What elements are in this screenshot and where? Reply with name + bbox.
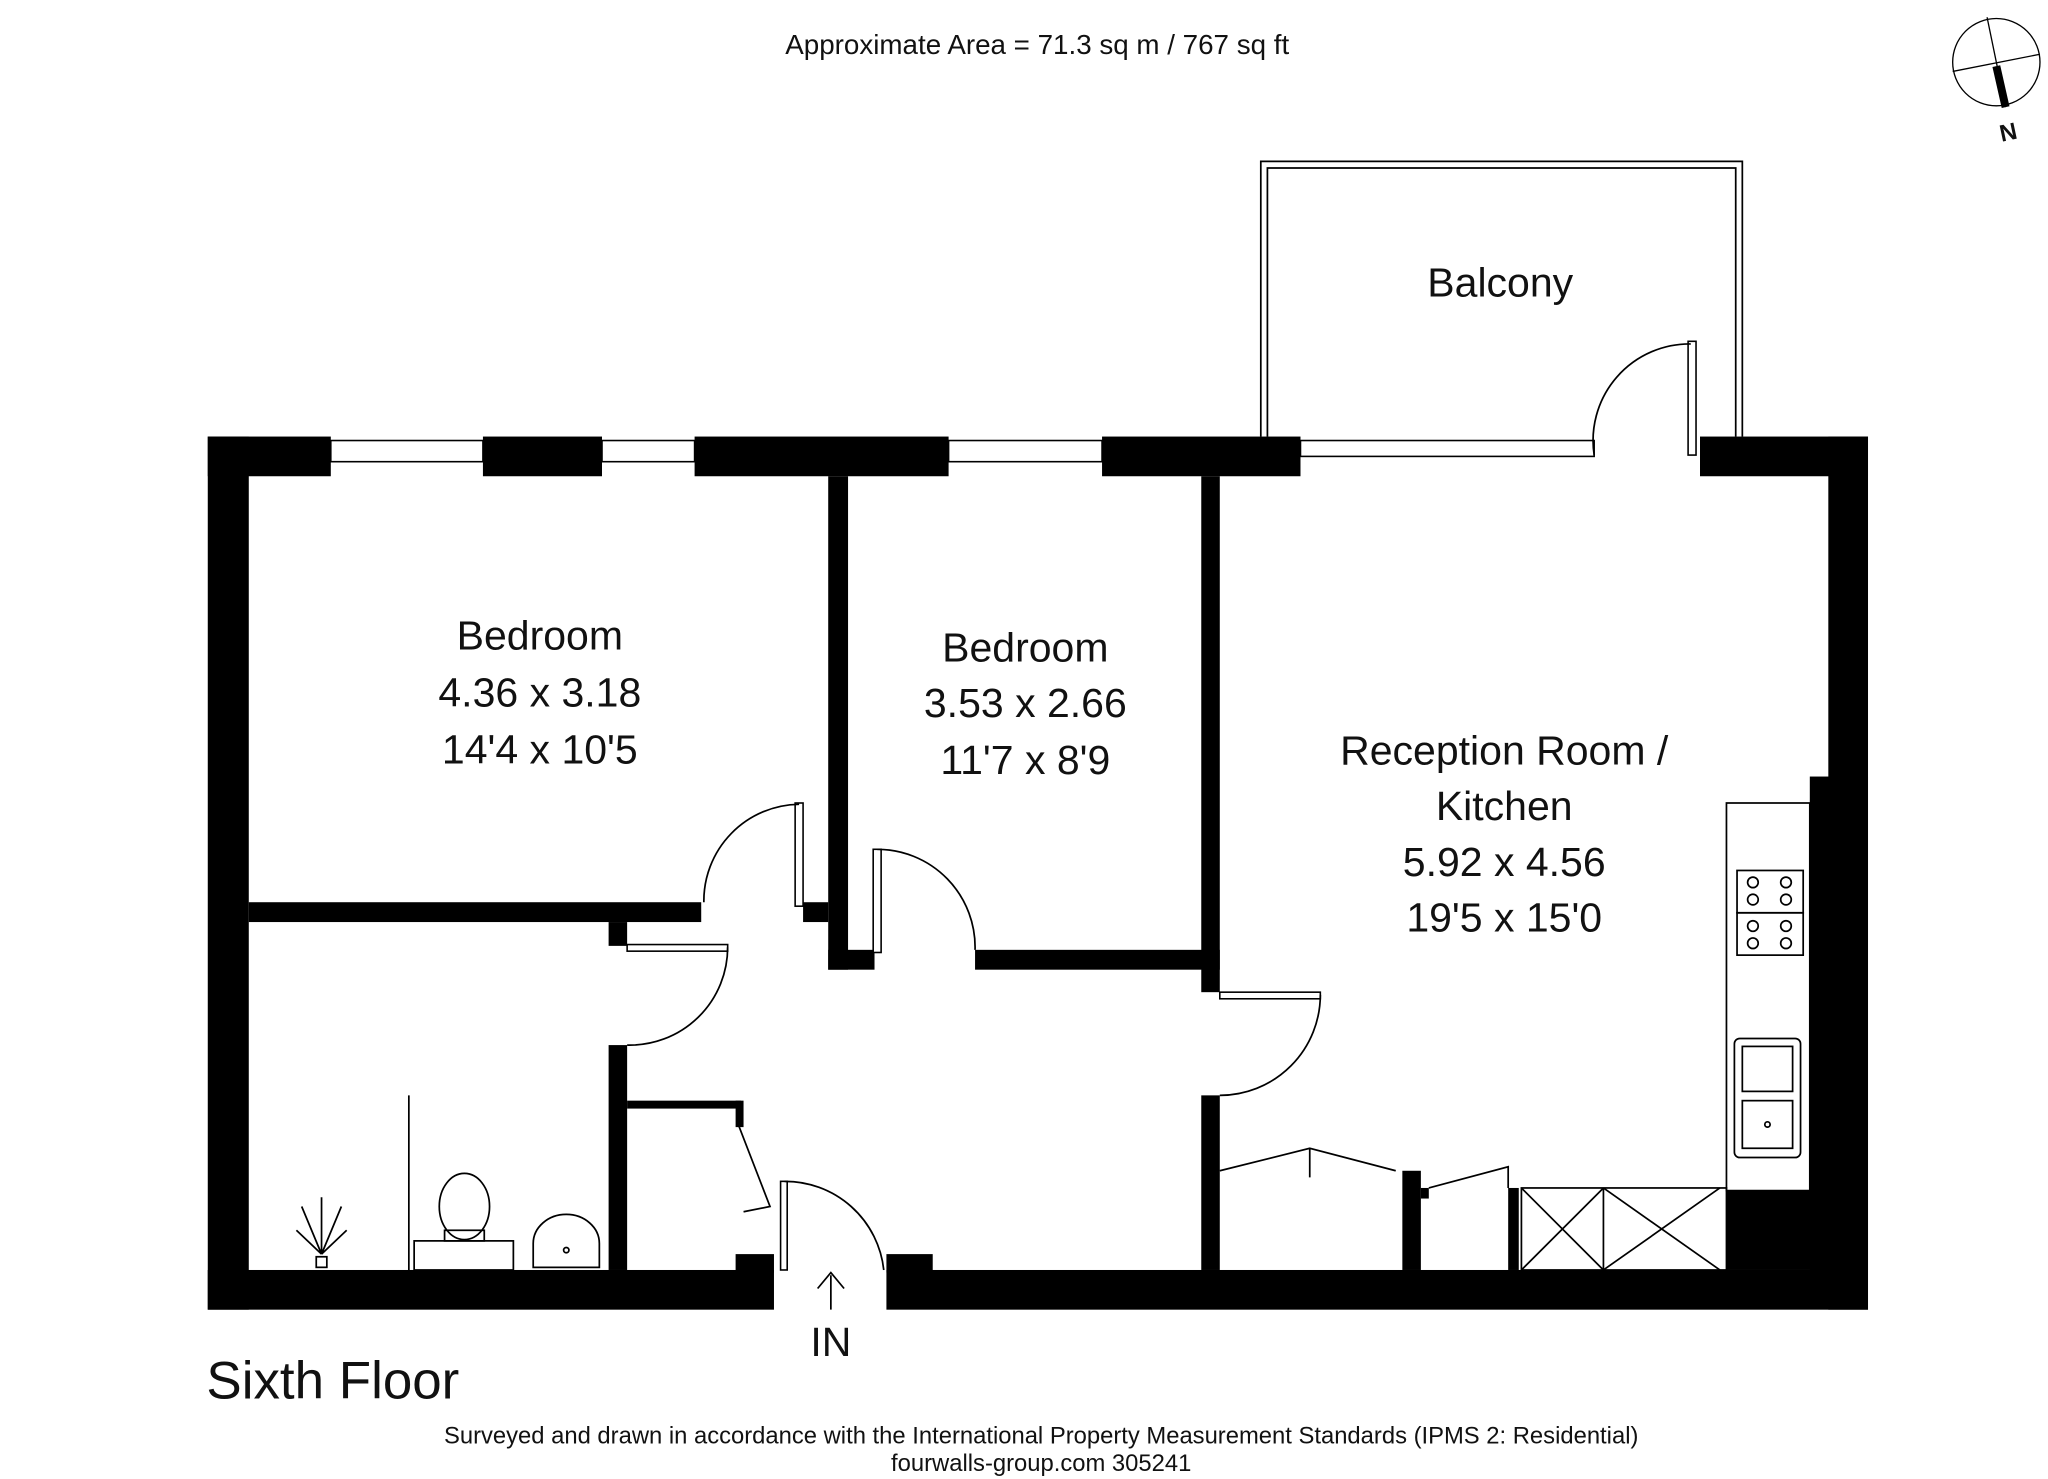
walls [207, 436, 1869, 1310]
balcony-label: Balcony [1427, 259, 1573, 305]
bedroom-2-imperial: 11'7 x 8'9 [940, 737, 1110, 783]
bedroom-2-name: Bedroom [942, 624, 1108, 670]
entrance: IN [810, 1271, 851, 1365]
kitchen-fittings [1520, 802, 1811, 1271]
area-title: Approximate Area = 71.3 sq m / 767 sq ft [785, 29, 1289, 60]
bathroom-fittings [295, 1095, 601, 1271]
floor-label: Sixth Floor [206, 1351, 459, 1410]
shower-icon [295, 1197, 348, 1269]
basin-icon [532, 1213, 601, 1269]
windows [330, 439, 1595, 463]
hob-icon [1736, 869, 1805, 956]
footer-standards: Surveyed and drawn in accordance with th… [444, 1422, 1638, 1449]
sink-icon [1733, 1037, 1802, 1159]
toilet-icon [438, 1172, 491, 1242]
balcony: Balcony [1259, 160, 1744, 437]
bedroom-1-metric: 4.36 x 3.18 [438, 669, 641, 715]
bedroom-1-name: Bedroom [457, 613, 623, 659]
doors [626, 340, 1697, 1271]
entrance-arrow-icon [816, 1271, 845, 1310]
compass-icon: N [1952, 17, 2041, 148]
kitchen-units [1520, 1187, 1728, 1271]
bedroom-2-metric: 3.53 x 2.66 [924, 680, 1127, 726]
room-labels: Bedroom 4.36 x 3.18 14'4 x 10'5 Bedroom … [438, 613, 1669, 941]
reception-imperial: 19'5 x 15'0 [1406, 894, 1602, 940]
compass-north-label: N [1997, 118, 2019, 148]
reception-name: Reception Room / [1340, 728, 1669, 774]
reception-metric: 5.92 x 4.56 [1403, 839, 1606, 885]
reception-name-2: Kitchen [1436, 783, 1573, 829]
entrance-label: IN [810, 1319, 851, 1365]
bedroom-1-imperial: 14'4 x 10'5 [442, 726, 638, 772]
footer-company: fourwalls-group.com 305241 [891, 1450, 1191, 1477]
